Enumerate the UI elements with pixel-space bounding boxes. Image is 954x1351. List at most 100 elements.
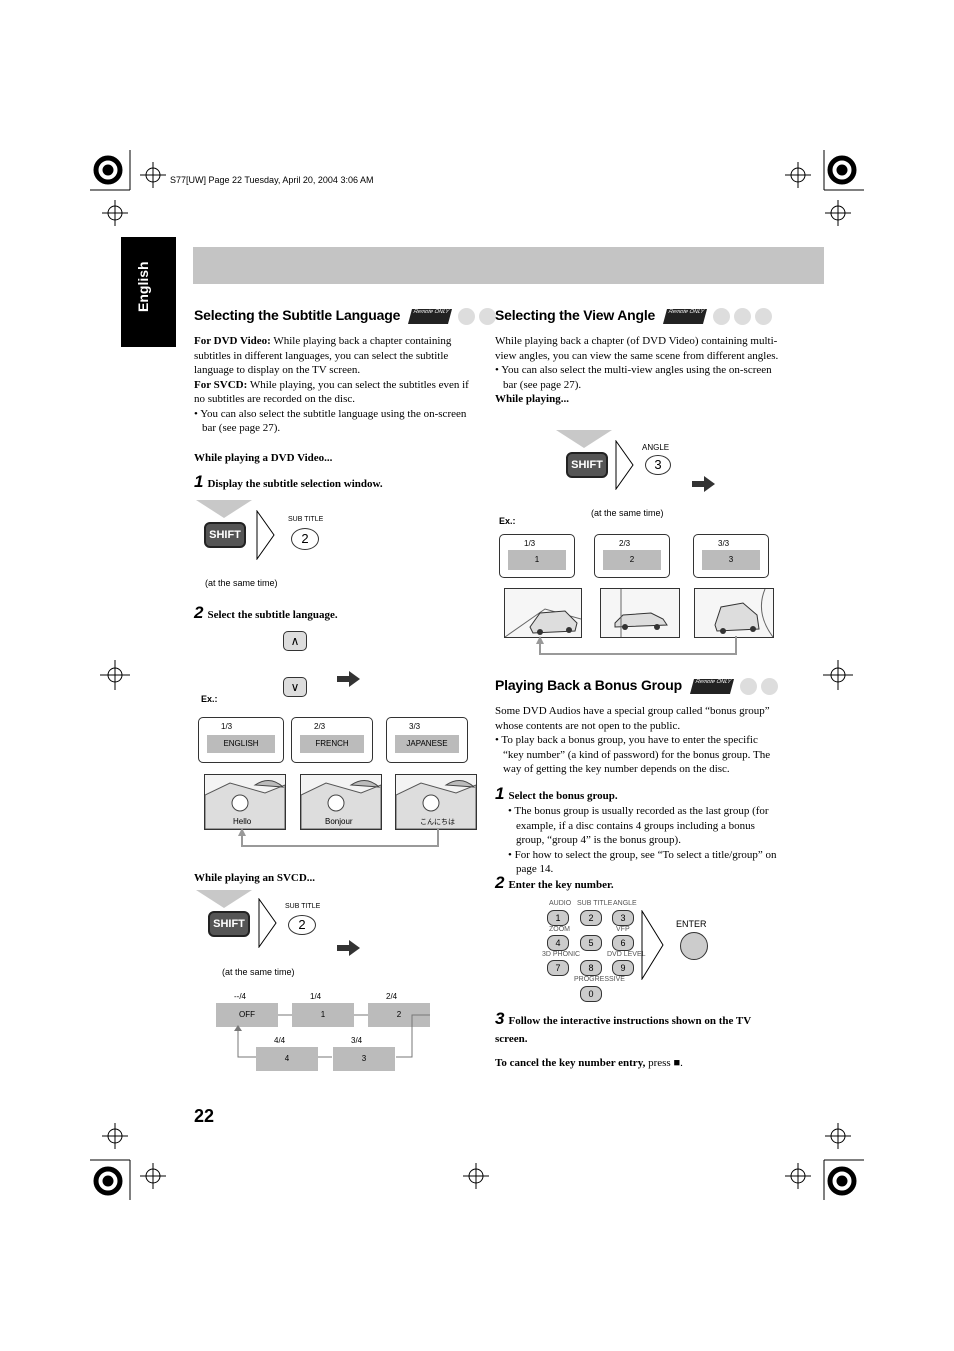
scene-image: Bonjour bbox=[300, 774, 382, 830]
osd-value: 3 bbox=[333, 1047, 395, 1071]
osd-index: 3/4 bbox=[351, 1036, 363, 1045]
dvd-video-lead: For DVD Video: bbox=[194, 335, 271, 347]
svcd-osd-box: --/4 OFF bbox=[216, 992, 278, 1027]
osd-index: 1/4 bbox=[310, 992, 322, 1001]
svcd-text: While playing, you can select the subtit… bbox=[194, 378, 469, 406]
number-key-5[interactable]: 5 bbox=[580, 935, 602, 951]
scene-image: こんにちは bbox=[395, 774, 477, 830]
angle-intro: While playing back a chapter (of DVD Vid… bbox=[495, 335, 779, 362]
scene-speech: こんにちは bbox=[420, 819, 455, 826]
osd-language: FRENCH bbox=[300, 735, 364, 753]
subtitle-osd-box: 3/3 JAPANESE bbox=[386, 717, 468, 763]
subtitle-key-button[interactable]: 2 bbox=[288, 915, 316, 935]
shift-button[interactable]: SHIFT bbox=[204, 522, 246, 548]
number-key-9[interactable]: 9 bbox=[612, 960, 634, 976]
key-label: ZOOM bbox=[549, 926, 570, 933]
while-dvd-label: While playing a DVD Video... bbox=[194, 452, 333, 464]
key-label: AUDIO bbox=[549, 900, 572, 907]
right-arrow-icon bbox=[692, 476, 715, 492]
angle-section: Selecting the View Angle Remote ONLY Whi… bbox=[495, 307, 780, 407]
osd-value: 1 bbox=[292, 1003, 354, 1027]
header-band bbox=[193, 247, 824, 284]
number-key-0[interactable]: 0 bbox=[580, 986, 602, 1002]
example-label: Ex.: bbox=[201, 694, 218, 704]
subtitle-osd-box: 1/3 ENGLISH bbox=[198, 717, 284, 763]
example-label: Ex.: bbox=[499, 516, 516, 526]
subtitle-key-label: SUB TITLE bbox=[285, 903, 321, 910]
subtitle-key-button[interactable]: 2 bbox=[291, 528, 319, 550]
bracket-arrow bbox=[615, 440, 634, 490]
osd-value: 4 bbox=[256, 1047, 318, 1071]
svcd-osd-box: 4/4 4 bbox=[256, 1036, 318, 1071]
shift-arrow-graphic bbox=[556, 430, 612, 448]
number-key-1[interactable]: 1 bbox=[547, 910, 569, 926]
language-side-tab: English bbox=[121, 237, 176, 347]
svcd-cycle-arrows bbox=[234, 1014, 430, 1058]
car-scene-image bbox=[694, 588, 774, 638]
car-scene-image bbox=[504, 588, 582, 638]
heading-dots bbox=[739, 677, 782, 695]
osd-index: 2/3 bbox=[314, 722, 326, 731]
cycle-loop-arrow bbox=[536, 636, 737, 655]
osd-value: 1 bbox=[508, 550, 566, 570]
osd-index: 4/4 bbox=[274, 1036, 286, 1045]
bonus-bullet: • To play back a bonus group, you have t… bbox=[495, 734, 771, 775]
svcd-osd-box: 3/4 3 bbox=[333, 1036, 395, 1071]
bonus-step1-bullet: • The bonus group is usually recorded as… bbox=[508, 805, 769, 846]
bracket-arrow bbox=[256, 510, 275, 560]
svcd-osd-box: 1/4 1 bbox=[292, 992, 354, 1027]
bonus-intro: Some DVD Audios have a special group cal… bbox=[495, 705, 770, 732]
bracket-arrow bbox=[641, 910, 664, 980]
remote-only-badge: Remote ONLY bbox=[663, 308, 708, 324]
step-number: 2 bbox=[194, 603, 204, 622]
key-label: VFP bbox=[616, 926, 630, 933]
car-scene-image bbox=[600, 588, 680, 638]
same-time-label: (at the same time) bbox=[205, 578, 278, 588]
step-text: Enter the key number. bbox=[508, 879, 614, 891]
number-key-6[interactable]: 6 bbox=[612, 935, 634, 951]
subtitle-key-label: SUB TITLE bbox=[288, 516, 324, 523]
osd-index: 2/3 bbox=[619, 539, 631, 548]
number-key-3[interactable]: 3 bbox=[612, 910, 634, 926]
enter-label: ENTER bbox=[676, 919, 707, 929]
osd-language: JAPANESE bbox=[395, 735, 459, 753]
osd-value: 3 bbox=[702, 550, 760, 570]
key-label: SUB TITLE bbox=[577, 900, 613, 907]
shift-arrow-graphic bbox=[196, 890, 252, 908]
heading-dots bbox=[713, 307, 776, 325]
cancel-lead: To cancel the key number entry, bbox=[495, 1057, 646, 1069]
scene-image: Hello bbox=[204, 774, 286, 830]
angle-osd-box: 3/3 3 bbox=[693, 534, 769, 578]
osd-value: 2 bbox=[603, 550, 661, 570]
cancel-text: press ■. bbox=[645, 1057, 683, 1069]
bonus-heading: Playing Back a Bonus Group bbox=[495, 677, 682, 693]
cursor-down-button[interactable]: ∨ bbox=[283, 677, 307, 697]
angle-key-button[interactable]: 3 bbox=[645, 455, 671, 475]
osd-index: --/4 bbox=[234, 992, 246, 1001]
side-tab-label: English bbox=[135, 261, 151, 312]
angle-key-label: ANGLE bbox=[642, 443, 670, 452]
osd-index: 1/3 bbox=[524, 539, 536, 548]
same-time-label: (at the same time) bbox=[222, 967, 295, 977]
while-svcd-label: While playing an SVCD... bbox=[194, 872, 316, 884]
scene-speech: Bonjour bbox=[325, 817, 353, 826]
page-number: 22 bbox=[194, 1106, 215, 1126]
heading-dots bbox=[458, 307, 500, 325]
remote-only-badge: Remote ONLY bbox=[408, 308, 453, 324]
number-key-2[interactable]: 2 bbox=[580, 910, 602, 926]
cursor-up-button[interactable]: ∧ bbox=[283, 631, 307, 651]
step-text: Select the bonus group. bbox=[508, 790, 618, 802]
number-key-7[interactable]: 7 bbox=[547, 960, 569, 976]
bonus-section: Playing Back a Bonus Group Remote ONLY S… bbox=[495, 677, 780, 777]
svcd-lead: For SVCD: bbox=[194, 378, 248, 391]
key-label: DVD LEVEL bbox=[607, 951, 646, 958]
number-key-4[interactable]: 4 bbox=[547, 935, 569, 951]
subtitle-heading: Selecting the Subtitle Language bbox=[194, 307, 401, 323]
number-key-8[interactable]: 8 bbox=[580, 960, 602, 976]
shift-button[interactable]: SHIFT bbox=[208, 911, 250, 937]
enter-button[interactable] bbox=[680, 932, 708, 960]
shift-button[interactable]: SHIFT bbox=[566, 452, 608, 478]
subtitle-section: Selecting the Subtitle Language Remote O… bbox=[194, 307, 497, 436]
remote-only-badge: Remote ONLY bbox=[689, 678, 734, 694]
